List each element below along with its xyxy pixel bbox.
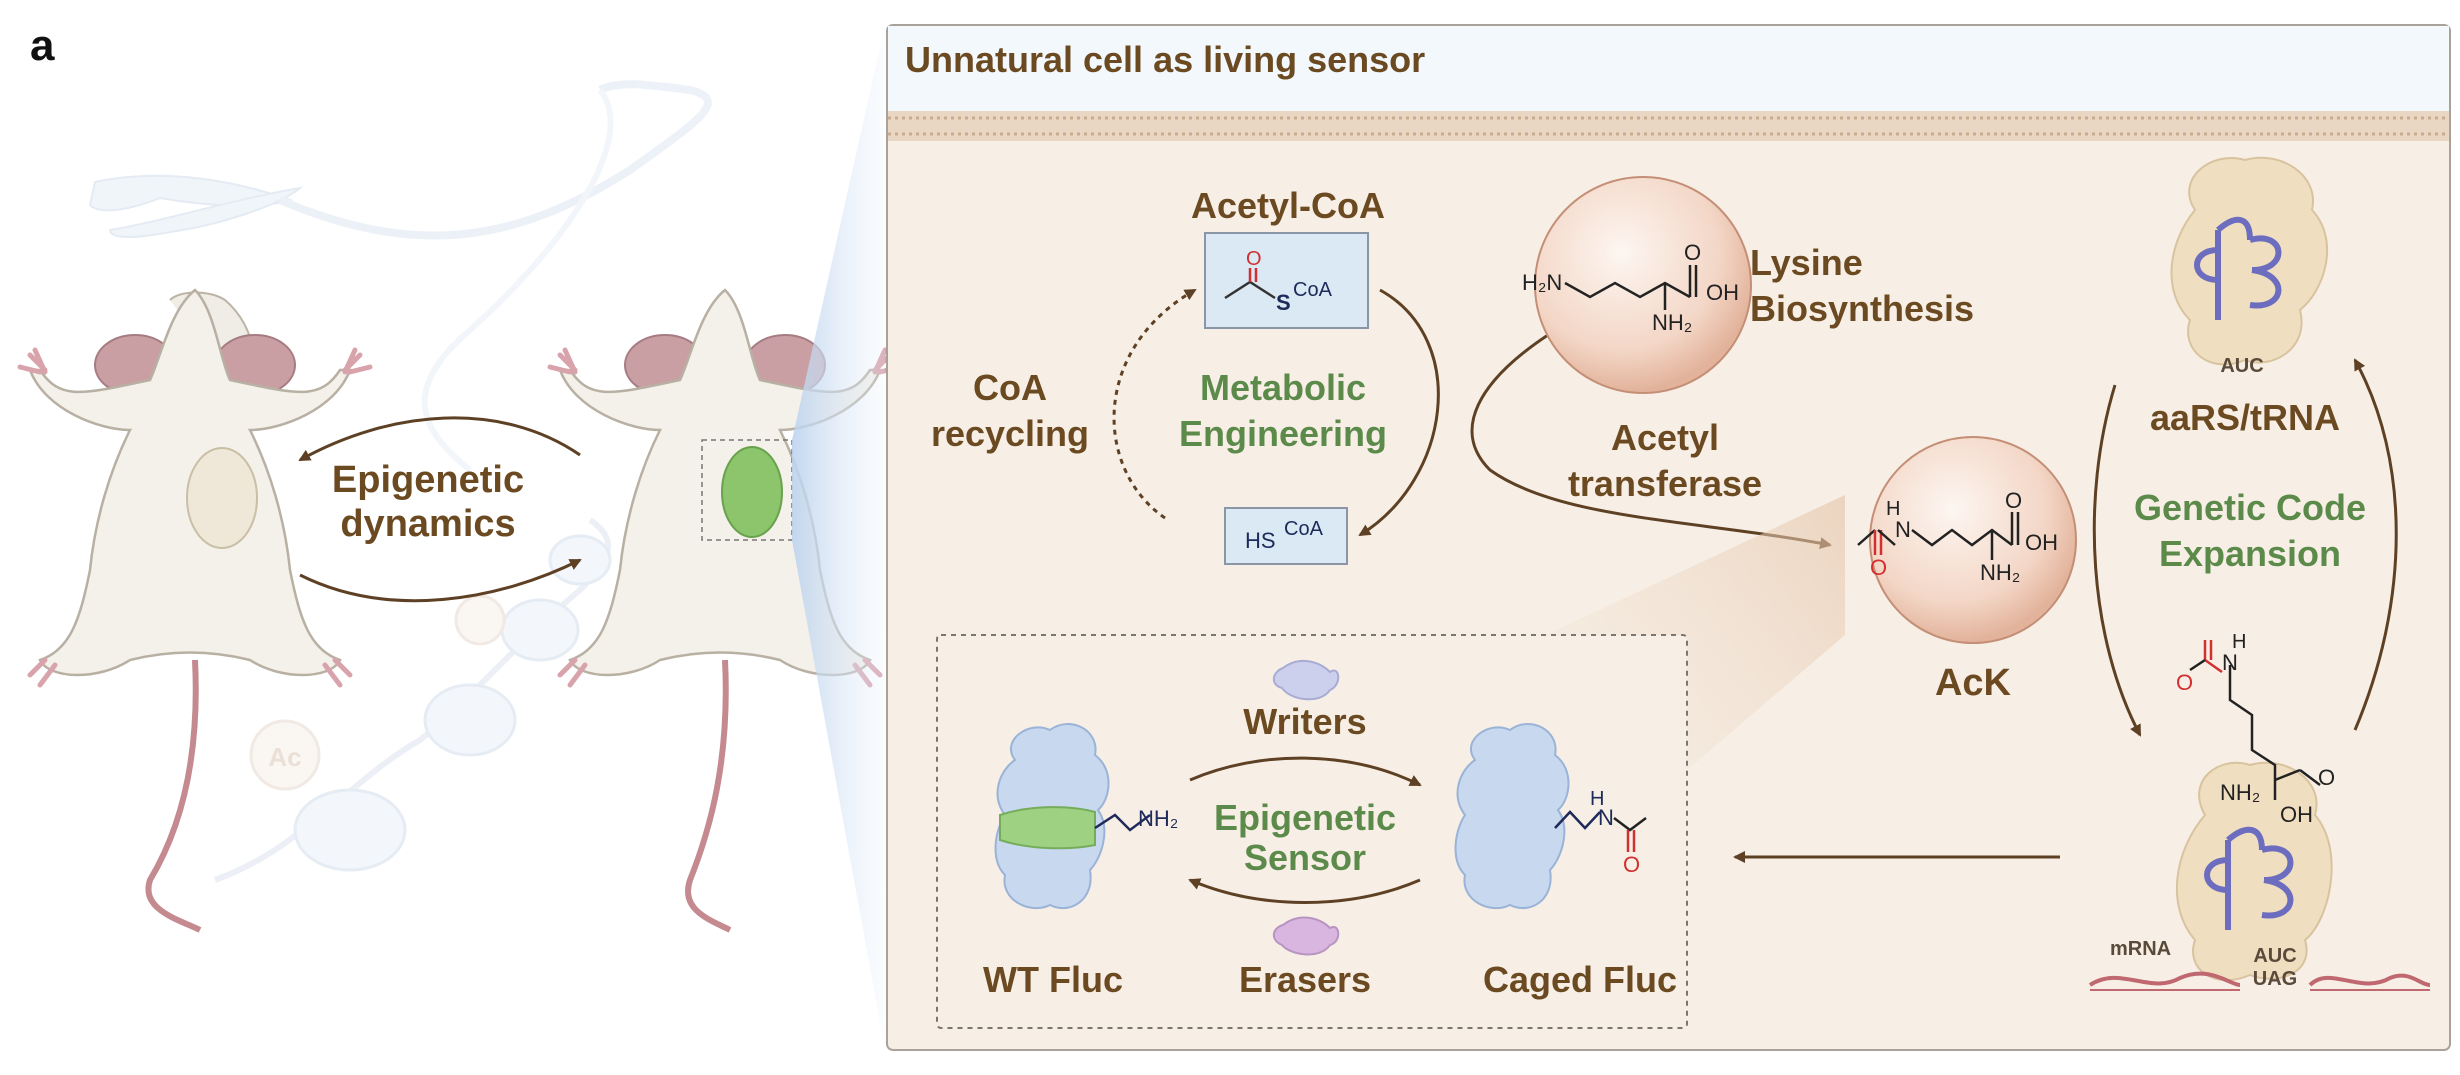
svg-text:AUC: AUC: [2220, 355, 2263, 377]
svg-text:N: N: [1598, 805, 1614, 830]
epigenetic-dynamics-label-2: dynamics: [340, 503, 515, 545]
lysine-biosynthesis-label-1: Lysine: [1750, 242, 1863, 283]
svg-text:N: N: [1895, 517, 1911, 542]
svg-text:O: O: [2176, 670, 2193, 695]
svg-text:NH₂: NH₂: [1980, 560, 2020, 585]
svg-text:NH₂: NH₂: [1652, 310, 1692, 335]
epigenetic-sensor-label-2: Sensor: [1244, 837, 1366, 878]
epigenetic-sensor-label-1: Epigenetic: [1214, 797, 1396, 838]
lysine-curve: [1470, 333, 1832, 550]
ac-badge-label: Ac: [268, 742, 301, 772]
hs-coa-hs: HS: [1245, 528, 1276, 553]
ack-trna-icon: O H N NH₂ O OH AUC UAG: [2175, 631, 2335, 990]
coa-recycling-label-1: CoA: [973, 367, 1047, 408]
svg-text:S: S: [1276, 290, 1291, 315]
aars-trna-icon: AUC: [2170, 156, 2328, 377]
svg-text:O: O: [1623, 852, 1640, 877]
zoom-beam: [792, 25, 885, 1050]
writer-enzyme-icon: [1272, 659, 1340, 701]
coa-recycling-arrow: [1112, 288, 1197, 520]
svg-text:O: O: [1684, 240, 1701, 265]
chromosome-icon: [88, 80, 712, 473]
metabolic-engineering-label-2: Engineering: [1179, 413, 1387, 454]
nucleosome-chain-icon: Ac: [213, 517, 612, 883]
sensor-signal-icon: [721, 446, 783, 538]
eraser-enzyme-icon: [1272, 916, 1340, 956]
svg-text:NH₂: NH₂: [2220, 780, 2260, 805]
lysine-biosynthesis-label-2: Biosynthesis: [1750, 288, 1974, 329]
aars-trna-label: aaRS/tRNA: [2150, 397, 2340, 438]
lysine-sphere: [1534, 176, 1752, 394]
caged-fluc-label: Caged Fluc: [1483, 959, 1677, 1000]
acetyl-coa-box: [1204, 232, 1369, 329]
svg-text:OH: OH: [2280, 802, 2313, 827]
acetyl-to-hs-arrow: [1358, 288, 1440, 537]
erasers-label: Erasers: [1239, 959, 1371, 1000]
svg-text:AUC: AUC: [2253, 945, 2296, 967]
metabolic-engineering-label-1: Metabolic: [1200, 367, 1366, 408]
ack-sphere: [1869, 436, 2077, 644]
wt-fluc-label: WT Fluc: [983, 959, 1123, 1000]
sensor-panel-header: [888, 26, 2449, 111]
svg-text:H₂N: H₂N: [1522, 270, 1562, 295]
svg-text:CoA: CoA: [1293, 279, 1333, 301]
svg-text:OH: OH: [1706, 280, 1739, 305]
svg-text:H: H: [1590, 788, 1604, 810]
acetyl-coa-label: Acetyl-CoA: [1191, 185, 1385, 226]
svg-text:H: H: [1886, 498, 1900, 520]
svg-text:O: O: [1870, 555, 1887, 580]
dynamics-arrow-top: [298, 416, 581, 462]
panel-letter: a: [30, 21, 55, 70]
genetic-code-expansion-label-1: Genetic Code: [2134, 487, 2366, 528]
cell-membrane: [888, 111, 2449, 141]
svg-text:O: O: [2005, 488, 2022, 513]
writers-arrow: [1189, 756, 1422, 787]
ack-label: AcK: [1935, 662, 2012, 704]
dynamics-arrow-bottom: [299, 558, 582, 603]
hs-coa-coa: CoA: [1284, 518, 1324, 540]
svg-text:N: N: [2222, 650, 2238, 675]
caged-fluc-protein-icon: H N O: [1454, 723, 1647, 910]
acetyl-transferase-label-2: transferase: [1568, 463, 1762, 504]
lysine-structure: H₂N NH₂ O OH: [1522, 240, 1739, 335]
gce-arrow-up: [2353, 358, 2398, 731]
svg-text:mRNA: mRNA: [2110, 938, 2171, 960]
gce-arrow-down: [2092, 384, 2142, 737]
svg-text:OH: OH: [2025, 530, 2058, 555]
erasers-arrow: [1188, 878, 1421, 904]
ack-structure: O H N NH₂ O OH: [1857, 488, 2058, 585]
epigenetic-dynamics-label-1: Epigenetic: [332, 459, 524, 501]
ac-badge-icon: [249, 719, 321, 791]
coa-recycling-label-2: recycling: [931, 413, 1089, 454]
writers-label: Writers: [1243, 701, 1366, 742]
wt-fluc-protein-icon: NH₂: [994, 723, 1178, 910]
mrna-strand: mRNA: [2088, 938, 2431, 991]
acetyl-transferase-label-1: Acetyl: [1611, 417, 1719, 458]
genetic-code-expansion-label-2: Expansion: [2159, 533, 2341, 574]
acetyl-coa-structure: O S CoA: [1224, 248, 1333, 315]
sensor-panel-title: Unnatural cell as living sensor: [905, 39, 1425, 80]
mouse-left-illustration: [17, 288, 373, 933]
svg-text:O: O: [1246, 248, 1262, 270]
svg-text:UAG: UAG: [2253, 968, 2297, 990]
hs-coa-box: [1224, 507, 1348, 565]
svg-text:NH₂: NH₂: [1138, 806, 1178, 831]
svg-text:O: O: [2318, 765, 2335, 790]
svg-text:H: H: [2232, 631, 2246, 653]
